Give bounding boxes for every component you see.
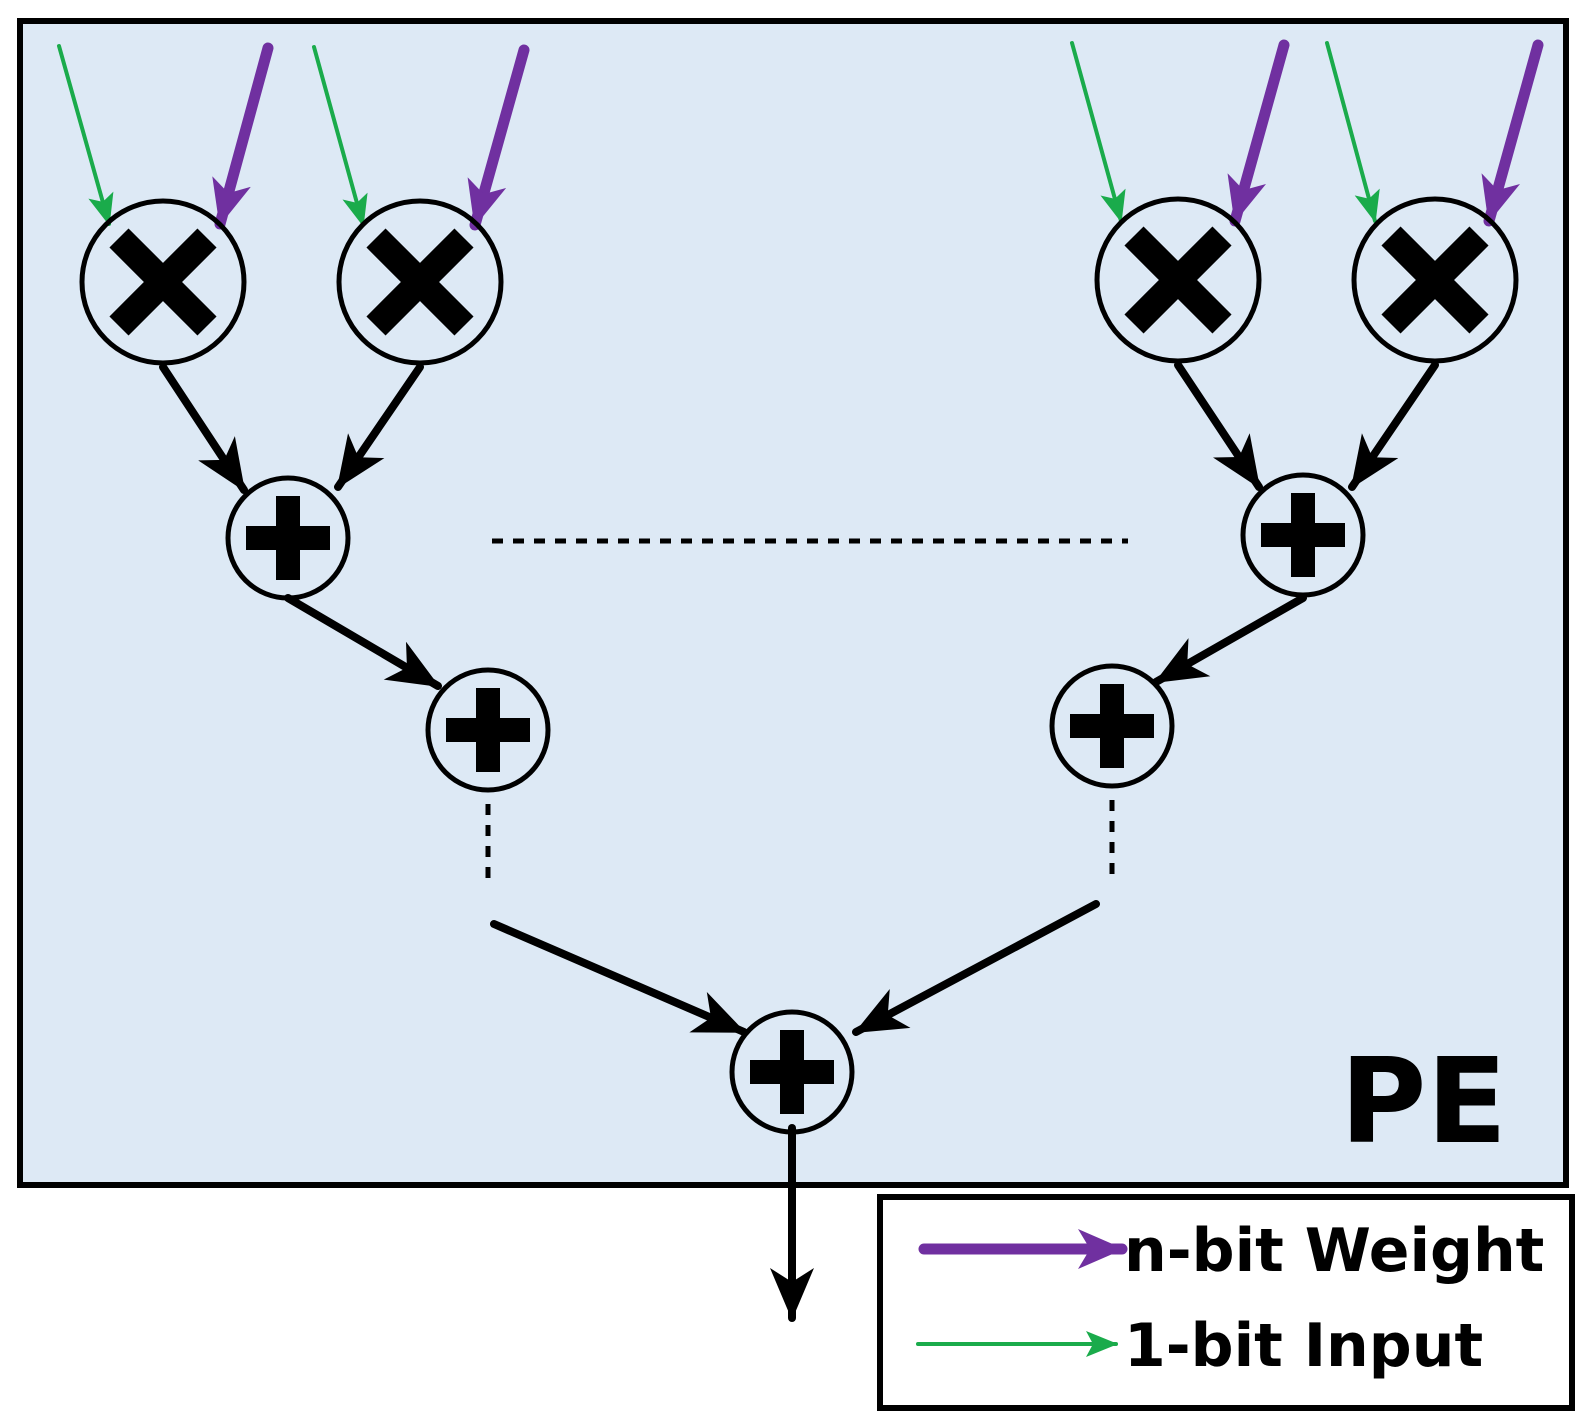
weight-arrow-3 — [1227, 39, 1290, 227]
flow-arrow-mul1-add1 — [159, 363, 248, 494]
multiply-icon — [366, 228, 474, 336]
adder-node-1 — [225, 475, 351, 601]
plus-icon — [1070, 684, 1154, 768]
input-arrow-4 — [1325, 41, 1380, 223]
weight-arrow-1 — [212, 42, 274, 230]
multiplier-node-1 — [79, 198, 247, 366]
plus-icon — [446, 688, 530, 772]
flow-arrow-right-final — [852, 900, 1100, 1036]
adder-node-3 — [425, 667, 551, 793]
flow-arrow-mul3-add2 — [1174, 361, 1263, 491]
legend-box — [877, 1194, 1575, 1411]
flow-arrow-left-final — [490, 920, 748, 1036]
plus-icon — [1261, 493, 1345, 577]
multiply-icon — [1124, 226, 1232, 334]
multiplier-node-2 — [336, 198, 504, 366]
flow-arrows — [159, 361, 1439, 1322]
continuation-dashes — [485, 538, 1128, 884]
plus-icon — [246, 496, 330, 580]
flow-arrow-mul2-add1 — [334, 363, 424, 491]
flow-arrow-add2-add4 — [1152, 594, 1307, 686]
weight-arrows — [212, 39, 1544, 231]
plus-icon — [750, 1030, 834, 1114]
adder-node-4 — [1049, 663, 1175, 789]
weight-arrow-4 — [1481, 39, 1544, 227]
flow-arrow-add1-add3 — [284, 594, 442, 690]
input-arrow-3 — [1070, 41, 1126, 223]
pe-block — [17, 18, 1569, 1188]
input-arrow-2 — [312, 45, 368, 227]
weight-arrow-2 — [467, 44, 530, 231]
flow-arrow-mul4-add2 — [1348, 361, 1439, 491]
multiplier-node-3 — [1094, 196, 1262, 364]
adder-node-final — [729, 1009, 855, 1135]
pe-label: PE — [1340, 1032, 1507, 1170]
legend-input-label: 1-bit Input — [1124, 1311, 1483, 1381]
legend: n-bit Weight 1-bit Input — [877, 1194, 1575, 1411]
adder-node-2 — [1240, 472, 1366, 598]
input-arrows — [57, 41, 1380, 227]
input-arrow-1 — [57, 44, 114, 226]
legend-weight-label: n-bit Weight — [1124, 1216, 1544, 1286]
multiply-icon — [109, 228, 217, 336]
multiplier-node-4 — [1351, 196, 1519, 364]
multiply-icon — [1381, 226, 1489, 334]
